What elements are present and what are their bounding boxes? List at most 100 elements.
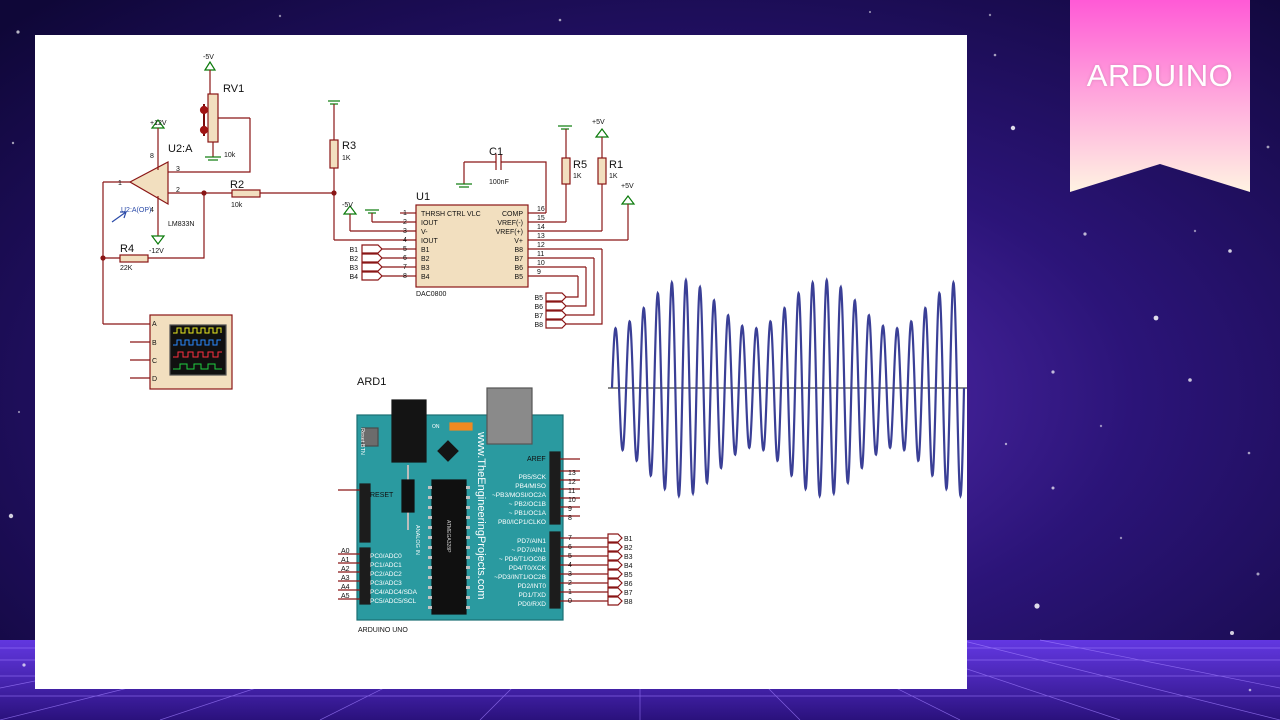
arduino-pin-name: ~ PD6/T1/OC0B [499, 556, 546, 563]
arduino-out-label: B5 [624, 572, 633, 579]
arduino-pin-name: PD4/T0/XCK [509, 565, 547, 572]
arduino-pin-name: PD0/RXD [518, 601, 546, 608]
dac-pin-num: 14 [537, 224, 545, 231]
dac-pin-name: B8 [514, 247, 523, 254]
dac-left-inputs [361, 244, 400, 281]
r4-ref: R4 [120, 243, 134, 255]
dac-input-label: B4 [349, 274, 358, 281]
dac-pin-name: B4 [421, 274, 430, 281]
r4-resistor [103, 193, 205, 263]
r3-ref: R3 [342, 140, 356, 152]
dac-pin-name: IOUT [421, 238, 438, 245]
arduino-board [338, 387, 623, 621]
arduino-pin-name: ~ PD7/AIN1 [511, 547, 546, 554]
r5-ref: R5 [573, 159, 587, 171]
r5-resistor [558, 125, 572, 222]
opamp-pin-3: 3 [176, 166, 180, 173]
dac-pin-name: B7 [514, 256, 523, 263]
rv1-supply-label: -5V [203, 54, 214, 61]
dac-pin-num: 11 [537, 251, 544, 258]
opamp-ref: U2:A [168, 143, 193, 155]
arduino-pin-num: 0 [568, 598, 572, 605]
arduino-analog-label: A3 [341, 575, 350, 582]
dac-pin-num: 1 [403, 210, 407, 217]
arduino-out-label: B4 [624, 563, 633, 570]
stars [8, 10, 1270, 692]
r1-value: 1K [609, 173, 618, 180]
rv1-value: 10k [224, 152, 236, 159]
arduino-analog-label: A1 [341, 557, 350, 564]
arduino-pin-num: 10 [568, 497, 576, 504]
dac-pin-num: 6 [403, 255, 407, 262]
arduino-pin-num: 4 [568, 562, 572, 569]
waveform-trace [610, 277, 966, 499]
dac-pin-name: COMP [502, 211, 523, 218]
arduino-pin-name: PD7/AIN1 [517, 538, 546, 545]
opamp-probe: U2:A(OP) [121, 207, 151, 214]
arduino-pin-num: 5 [568, 553, 572, 560]
arduino-pin-name: ~ PB2/OC1B [509, 501, 546, 508]
arduino-analog-in: ANALOG IN [414, 525, 420, 555]
dac-pin-name: THRSH CTRL VLC [421, 211, 481, 218]
dac-input-label: B5 [534, 295, 543, 302]
c1-ref: C1 [489, 146, 503, 158]
arduino-out-label: B8 [624, 599, 633, 606]
arduino-pin-num: 3 [568, 571, 572, 578]
arduino-pin-name: PD1/TXD [519, 592, 547, 599]
arduino-pin-name: PB4/MISO [515, 483, 546, 490]
arduino-pin-num: 1 [568, 589, 572, 596]
arduino-out-label: B6 [624, 581, 633, 588]
arduino-ref: ARD1 [357, 376, 386, 388]
dac-pin-num: 3 [403, 228, 407, 235]
r3-resistor [328, 100, 416, 241]
arduino-analog-label: A5 [341, 593, 350, 600]
rv1-potentiometer [180, 60, 251, 173]
vee-label: -5V [342, 202, 353, 209]
chip-pins [428, 486, 470, 609]
dac-input-label: B1 [349, 247, 358, 254]
opamp-part: LM833N [168, 221, 194, 228]
r5-value: 1K [573, 173, 582, 180]
arduino-pin-num: 9 [568, 506, 572, 513]
dac-pin-name: B5 [514, 274, 523, 281]
opamp-u2a [100, 119, 232, 324]
dac-input-label: B2 [349, 256, 358, 263]
dac-pin-num: 10 [537, 260, 545, 267]
arduino-out-label: B2 [624, 545, 633, 552]
dac-ref: U1 [416, 191, 430, 203]
dac-pin-name: V+ [514, 238, 523, 245]
arduino-analog-label: A0 [341, 548, 350, 555]
arduino-pin-num: 6 [568, 544, 572, 551]
arduino-pin-name: ~PD3/INT1/OC2B [494, 574, 546, 581]
opamp-pin-1: 1 [118, 180, 122, 187]
schematic-panel: -5V RV1 10k +12V U2:A 1 2 3 8 4 U2:A(OP)… [35, 35, 967, 689]
rv1-ref: RV1 [223, 83, 244, 95]
dac-pin-name: VREF(+) [496, 229, 523, 236]
arduino-analog-label: A4 [341, 584, 350, 591]
arduino-analog-name: PC1/ADC1 [370, 562, 402, 569]
arduino-pin-num: 12 [568, 479, 576, 486]
arduino-pin-name: PD2/INT0 [517, 583, 546, 590]
arduino-pin-num: 2 [568, 580, 572, 587]
oscilloscope [103, 314, 233, 390]
dac-pin-name: IOUT [421, 220, 438, 227]
dac-pin-name: B1 [421, 247, 430, 254]
arduino-analog-label: A2 [341, 566, 350, 573]
arduino-out-label: B1 [624, 536, 633, 543]
arduino-pin-num: 11 [568, 488, 575, 495]
dac-pin-num: 8 [403, 273, 407, 280]
arduino-pin-name: PB5/SCK [519, 474, 547, 481]
dac-pin-num: 2 [403, 219, 407, 226]
opamp-vpos: +12V [150, 120, 167, 127]
dac-input-label: B3 [349, 265, 358, 272]
arduino-analog-name: PC3/ADC3 [370, 580, 402, 587]
dac-input-label: B6 [534, 304, 543, 311]
arduino-reset-btn: Reset BTN [359, 428, 365, 455]
vcc2-label: +5V [621, 183, 634, 190]
scope-channel-c: C [152, 358, 157, 365]
arduino-on-label: ON [432, 424, 440, 430]
arduino-reset-label: RESET [370, 492, 394, 499]
vcc1-label: +5V [592, 119, 605, 126]
arduino-pin-num: 7 [568, 535, 572, 542]
dac-pin-num: 9 [537, 269, 541, 276]
